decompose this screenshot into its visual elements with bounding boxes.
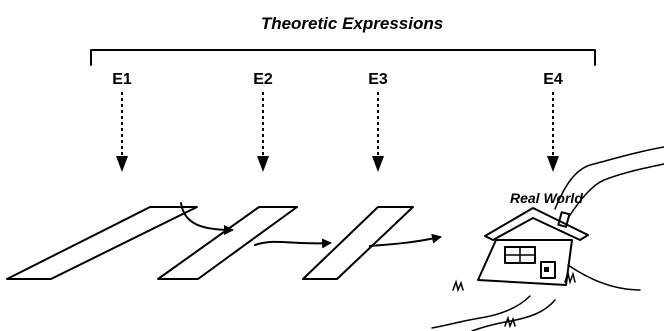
river-line [471, 299, 556, 331]
landscape-line [554, 146, 664, 210]
river-line [431, 295, 531, 329]
model-plane-1 [6, 206, 198, 280]
connecting-arrow-2 [254, 238, 332, 249]
expression-label-e2: E2 [253, 71, 273, 88]
dashed-arrow-e1 [116, 92, 128, 172]
grass-icon [564, 270, 576, 285]
real-world-label: Real World [510, 190, 583, 206]
dashed-arrow-e3 [372, 92, 384, 172]
dashed-arrow-e4 [547, 92, 559, 172]
connecting-arrow-1 [180, 202, 234, 235]
expression-label-e1: E1 [112, 71, 132, 88]
expression-label-e3: E3 [368, 71, 388, 88]
model-plane-3 [302, 206, 414, 280]
landscape-line [567, 264, 641, 291]
model-plane-2 [157, 206, 298, 280]
house-icon [477, 207, 589, 286]
grass-icon [452, 279, 464, 293]
dashed-arrow-e2 [257, 92, 269, 172]
connecting-arrow-3 [369, 233, 442, 247]
grass-icon [504, 315, 516, 329]
landscape-line [567, 163, 664, 219]
diagram-title: Theoretic Expressions [261, 14, 443, 33]
expression-label-e4: E4 [543, 71, 563, 88]
expressions-bracket [90, 49, 596, 66]
